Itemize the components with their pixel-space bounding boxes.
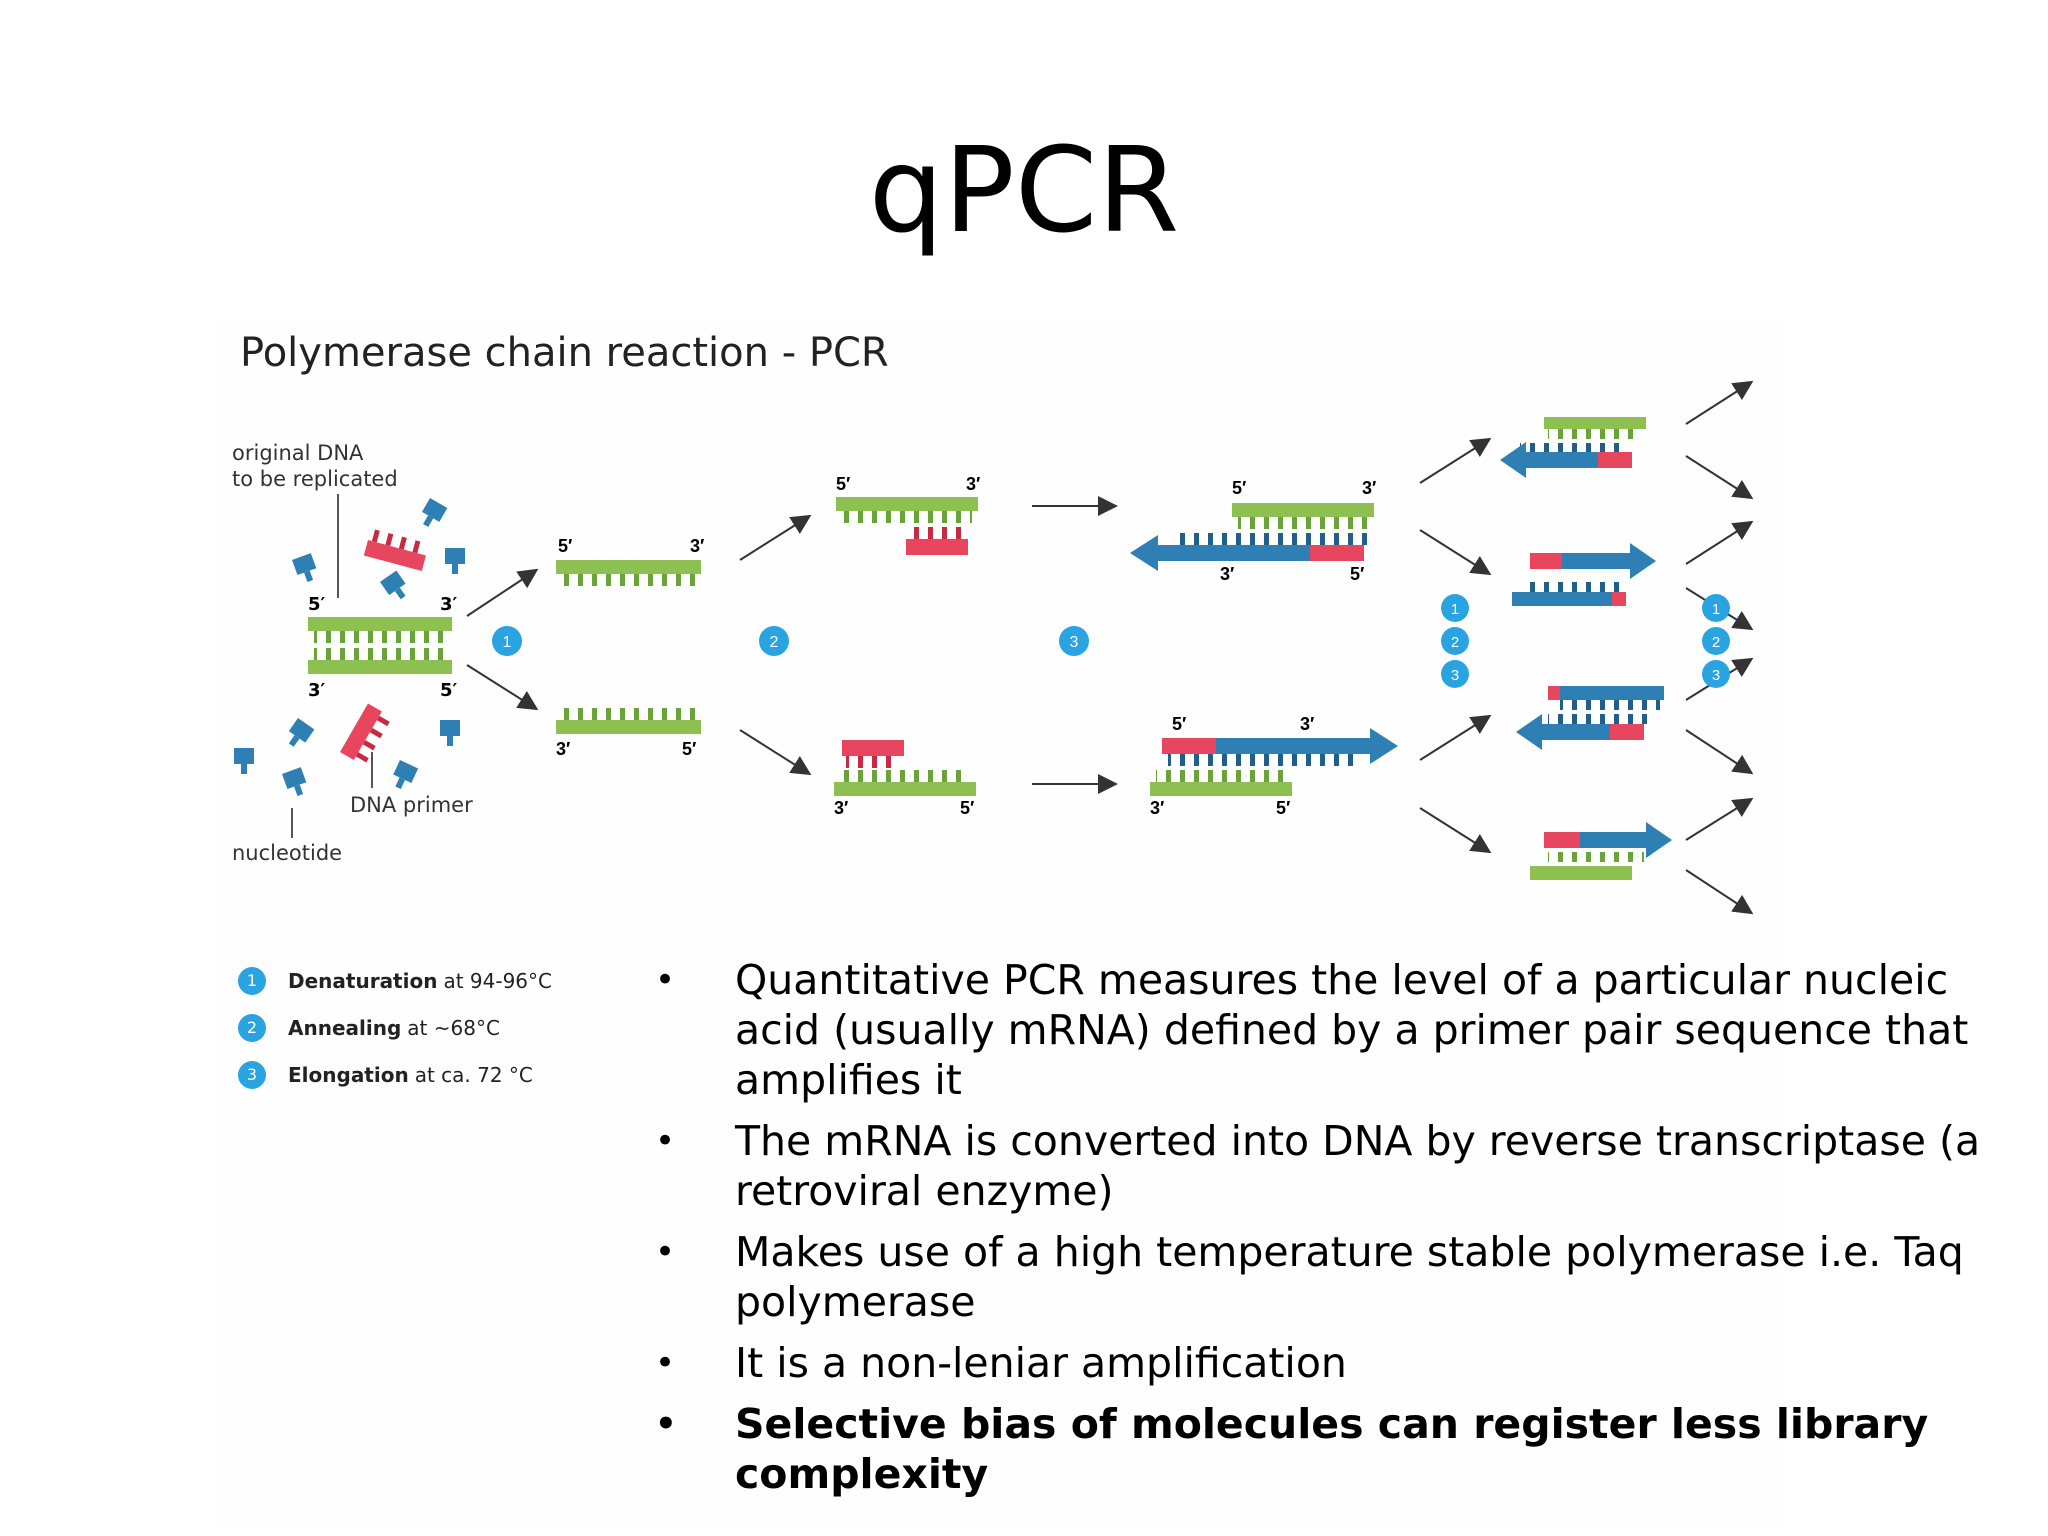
legend-item-elongation: 3 Elongation at ca. 72 °C [238, 1051, 552, 1098]
figure-title: Polymerase chain reaction - PCR [240, 330, 889, 376]
bullet-text: Makes use of a high temperature stable p… [735, 1228, 1964, 1326]
bullet-item: • Quantitative PCR measures the level of … [655, 955, 2005, 1105]
label-3prime: 3′ [1300, 714, 1314, 734]
label-3prime: 3′ [1150, 798, 1164, 818]
bullet-text: Selective bias of molecules can register… [735, 1400, 1929, 1498]
legend-step-name: Denaturation [288, 968, 438, 993]
label-5prime: 5′ [1232, 478, 1246, 498]
annealed-bottom [834, 740, 976, 796]
label-3prime: 3′ [834, 798, 848, 818]
legend-step-temp: at ~68°C [407, 1015, 500, 1040]
label-to-be-replicated: to be replicated [232, 467, 398, 491]
legend-item-annealing: 2 Annealing at ~68°C [238, 1004, 552, 1051]
svg-text:2: 2 [1712, 634, 1720, 651]
bullet-icon: • [655, 1121, 676, 1161]
label-5prime: 5′ [1350, 564, 1364, 584]
annealed-top [836, 497, 978, 555]
bullet-text: Quantitative PCR measures the level of a… [735, 956, 1969, 1104]
label-original-dna: original DNA [232, 441, 364, 465]
svg-text:1: 1 [503, 634, 512, 651]
cycle-steps-a: 1 2 3 [1441, 594, 1469, 688]
svg-text:3: 3 [1712, 667, 1720, 684]
step-legend: 1 Denaturation at 94-96°C 2 Annealing at… [238, 957, 552, 1098]
legend-step-temp: at 94-96°C [443, 968, 552, 993]
bullet-icon: • [655, 1404, 677, 1444]
step-1-icon: 1 [238, 966, 266, 995]
product-2 [1512, 543, 1656, 606]
bullet-text: It is a non-leniar amplification [735, 1339, 1347, 1387]
svg-text:2: 2 [770, 634, 779, 651]
step-marker-2: 2 [759, 626, 789, 656]
pcr-figure [220, 320, 1780, 1530]
label-5prime: 5′ [836, 474, 850, 494]
label-dna-primer: DNA primer [350, 793, 473, 817]
single-strand-top [556, 560, 701, 586]
label-3prime: 3′ [966, 474, 980, 494]
bullet-item: • Makes use of a high temperature stable … [655, 1227, 2005, 1327]
label-5prime: 5′ [682, 739, 696, 759]
bullet-item: • Selective bias of molecules can registe… [655, 1399, 2005, 1499]
label-3prime: 3′ [1220, 564, 1234, 584]
bullet-icon: • [655, 960, 676, 1000]
label-3prime: 3′ [440, 594, 458, 615]
elongated-bottom [1150, 728, 1398, 796]
step-3-icon: 3 [238, 1060, 266, 1089]
product-4 [1530, 822, 1672, 880]
single-strand-bottom [556, 708, 701, 734]
legend-step-name: Elongation [288, 1062, 409, 1087]
product-1 [1500, 417, 1646, 478]
svg-text:1: 1 [1451, 601, 1459, 618]
label-5prime: 5′ [1172, 714, 1186, 734]
label-5prime: 5′ [960, 798, 974, 818]
label-3prime: 3′ [556, 739, 570, 759]
legend-item-denaturation: 1 Denaturation at 94-96°C [238, 957, 552, 1004]
svg-text:3: 3 [1451, 667, 1459, 684]
step-marker-1: 1 [492, 626, 522, 656]
primers [340, 529, 426, 763]
cycle-steps-b: 1 2 3 [1702, 594, 1730, 688]
legend-step-temp: at ca. 72 °C [414, 1062, 533, 1087]
elongated-top [1130, 503, 1374, 571]
bullet-icon: • [655, 1232, 676, 1272]
step-marker-3: 3 [1059, 626, 1089, 656]
label-5prime: 5′ [308, 594, 326, 615]
slide-title: qPCR [868, 121, 1180, 259]
svg-text:1: 1 [1712, 601, 1720, 618]
product-3 [1516, 686, 1664, 750]
legend-step-name: Annealing [288, 1015, 402, 1040]
label-5prime: 5′ [440, 680, 458, 701]
step-2-icon: 2 [238, 1013, 266, 1042]
svg-text:2: 2 [1451, 634, 1459, 651]
label-nucleotide: nucleotide [232, 841, 342, 865]
svg-text:3: 3 [1070, 634, 1079, 651]
bullet-text: The mRNA is converted into DNA by revers… [735, 1117, 1981, 1215]
label-3prime: 3′ [690, 536, 704, 556]
bullet-item: • It is a non-leniar amplification [655, 1338, 2005, 1388]
label-5prime: 5′ [1276, 798, 1290, 818]
bullet-list: • Quantitative PCR measures the level of … [655, 955, 2005, 1510]
label-3prime: 3′ [308, 680, 326, 701]
nucleotides [234, 498, 465, 797]
bullet-icon: • [655, 1343, 676, 1383]
original-dna [308, 617, 452, 674]
label-3prime: 3′ [1362, 478, 1376, 498]
label-5prime: 5′ [558, 536, 572, 556]
bullet-item: • The mRNA is converted into DNA by rever… [655, 1116, 2005, 1216]
